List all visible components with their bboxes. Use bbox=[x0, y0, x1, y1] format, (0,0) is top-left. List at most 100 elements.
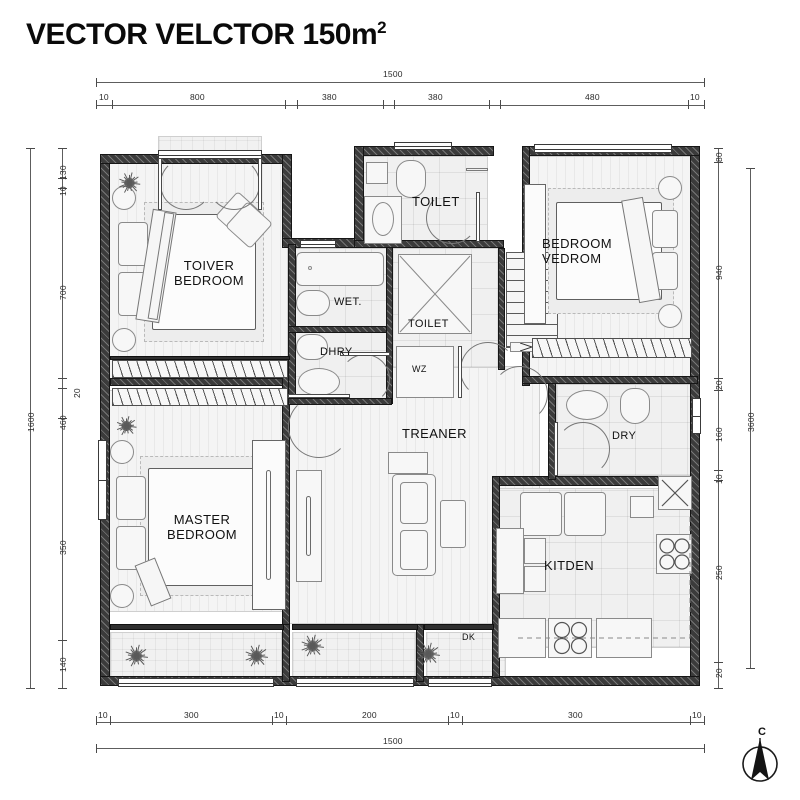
dim-top-overall: 1500 bbox=[383, 69, 403, 79]
wall-balcony-sill-mid bbox=[292, 624, 418, 630]
sofa-cushion-treaner bbox=[400, 482, 428, 524]
pillow-master-1 bbox=[116, 476, 146, 520]
shower-cross-icon bbox=[399, 255, 471, 333]
side-stool-kitden bbox=[630, 496, 654, 518]
door-leaf-dhry[interactable] bbox=[340, 352, 390, 356]
nightstand-master-bottom bbox=[110, 584, 134, 608]
dim-right-seg-5: 250 bbox=[714, 565, 724, 580]
toilet-bowl-wet bbox=[296, 290, 330, 316]
title-text: VECTOR VELCTOR 150m bbox=[26, 18, 378, 51]
wall-exterior-notch-right bbox=[354, 146, 364, 248]
window-bedroom-right-side bbox=[692, 398, 701, 434]
sofa-cushion2-treaner bbox=[400, 530, 428, 570]
room-label-toiver-line2: BEDROOM bbox=[174, 273, 244, 288]
plant-balcony-right bbox=[412, 638, 444, 670]
basin-dry bbox=[566, 390, 608, 420]
door-leaf-toiver-left[interactable] bbox=[158, 158, 162, 210]
dim-top-seg-4: 480 bbox=[585, 92, 600, 102]
pillow-bedroom-right-1 bbox=[652, 210, 678, 248]
compass-rose: C bbox=[738, 726, 782, 786]
window-bedroom-right-top bbox=[534, 144, 672, 153]
wall-interior-dry-top bbox=[522, 376, 698, 384]
page-title: VECTOR VELCTOR 150m2 bbox=[26, 18, 387, 52]
door-swing-dry[interactable] bbox=[556, 422, 610, 476]
closet-master-bedroom-top bbox=[112, 388, 288, 406]
dim-left-seg-4: 20 bbox=[72, 388, 82, 398]
room-label-bedroom-right-line1: BEDROOM bbox=[542, 236, 612, 251]
room-label-wz: WZ bbox=[412, 364, 427, 374]
door-leaf-dry[interactable] bbox=[554, 422, 558, 476]
bed-master-bedroom bbox=[148, 468, 256, 586]
room-label-wet: WET. bbox=[334, 296, 362, 308]
room-label-dk: DK bbox=[462, 632, 476, 642]
dim-left-seg-3: 460 bbox=[58, 415, 68, 430]
door-leaf-treaner-master[interactable] bbox=[288, 394, 350, 398]
wall-exterior-notch-left bbox=[282, 154, 292, 246]
sink-toilet-top bbox=[364, 196, 402, 244]
door-swing-toiver-left[interactable] bbox=[160, 158, 212, 210]
dining-seat-kitden-2 bbox=[524, 566, 546, 592]
door-leaf-toiver-right[interactable] bbox=[258, 158, 262, 210]
dim-top-seg-0: 10 bbox=[99, 92, 109, 102]
dim-left-seg-6: 140 bbox=[58, 657, 68, 672]
title-superscript: 2 bbox=[377, 18, 387, 37]
dim-right-seg-0: 80 bbox=[714, 152, 724, 162]
window-balcony-right-bottom bbox=[428, 678, 492, 687]
window-balcony-mid-bottom bbox=[296, 678, 414, 687]
nightstand-master-top bbox=[110, 440, 134, 464]
dim-right-seg-6: 20 bbox=[714, 668, 724, 678]
room-label-toilet-mid: TOILET bbox=[408, 318, 449, 330]
door-swing-treaner-master[interactable] bbox=[288, 396, 350, 458]
dining-chair-k2 bbox=[564, 492, 606, 536]
door-swing-toilet-top[interactable] bbox=[426, 192, 478, 244]
dim-bottom-seg-1: 300 bbox=[184, 710, 199, 720]
dim-left-seg-1: 10 bbox=[58, 186, 68, 196]
console-handle-treaner bbox=[306, 496, 311, 556]
dim-top-seg-3: 380 bbox=[428, 92, 443, 102]
dim-bottom-seg-2: 10 bbox=[274, 710, 284, 720]
door-leaf-toilet-top[interactable] bbox=[476, 192, 480, 242]
plant-master-bedroom bbox=[112, 412, 140, 440]
closet-bedroom-right bbox=[532, 338, 692, 358]
room-label-toilet-top: TOILET bbox=[412, 194, 460, 209]
cabinet-kitden-bottom bbox=[596, 618, 652, 658]
toilet-bowl-dhry bbox=[296, 334, 328, 360]
dim-bottom-seg-4: 10 bbox=[450, 710, 460, 720]
coffee-table-treaner bbox=[440, 500, 466, 548]
dim-left-overall: 1600 bbox=[26, 412, 36, 432]
closet-toiver-bedroom bbox=[112, 360, 288, 378]
plant-balcony-left-1 bbox=[120, 640, 152, 672]
towel-rail-toilet-top bbox=[466, 168, 488, 171]
wz-cabinet bbox=[396, 346, 454, 398]
window-master-bedroom-side bbox=[98, 440, 107, 520]
plant-toiver-bedroom bbox=[114, 168, 144, 198]
nightstand-bedroom-right-bottom bbox=[658, 304, 682, 328]
dim-top-seg-5: 10 bbox=[690, 92, 700, 102]
room-label-dry: DRY bbox=[612, 430, 637, 442]
dim-bottom-overall: 1500 bbox=[383, 736, 403, 746]
nightstand-toiver-bottom bbox=[112, 328, 136, 352]
nightstand-bedroom-right-top bbox=[658, 176, 682, 200]
dim-bottom-seg-3: 200 bbox=[362, 710, 377, 720]
dining-seat-kitden-1 bbox=[524, 538, 546, 564]
plant-balcony-mid bbox=[296, 630, 328, 662]
room-label-treaner: TREANER bbox=[402, 426, 467, 441]
wall-balcony-sill-left bbox=[110, 624, 284, 630]
wardrobe-master-right bbox=[252, 440, 286, 610]
wall-interior-toiver-bottom bbox=[110, 378, 290, 386]
door-swing-bedroom-right[interactable] bbox=[492, 366, 548, 422]
wall-interior-wet-bottom bbox=[288, 326, 392, 333]
counter-kitden-left bbox=[496, 528, 524, 594]
room-label-master-line2: BEDROOM bbox=[167, 527, 237, 542]
room-label-toiver-bedroom: TOIVER BEDROOM bbox=[154, 258, 264, 288]
room-label-dhry: DHRY bbox=[320, 346, 353, 358]
door-swing-toiver-right[interactable] bbox=[208, 158, 260, 210]
dim-right-seg-4: 10 bbox=[714, 474, 724, 484]
room-label-toiver-line1: TOIVER bbox=[183, 258, 235, 273]
side-table-treaner bbox=[388, 452, 428, 474]
room-label-master-line1: MASTER bbox=[173, 512, 231, 527]
door-leaf-toilet-mid[interactable] bbox=[458, 346, 462, 398]
basin-toilet-top bbox=[372, 202, 394, 236]
kitchen-cross-icon bbox=[661, 479, 689, 507]
dim-bottom-seg-5: 300 bbox=[568, 710, 583, 720]
